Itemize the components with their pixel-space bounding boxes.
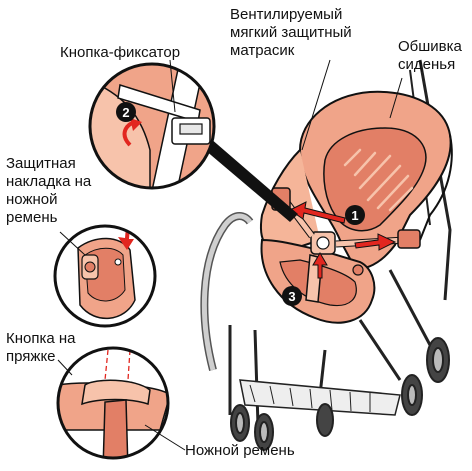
detail-crotch-pad (55, 215, 155, 326)
step-marker-1: 1 (345, 205, 365, 225)
buckle-button-label: Кнопка на пряжке (6, 330, 76, 366)
detail-lock-button (90, 60, 214, 200)
step-marker-3: 3 (282, 286, 302, 306)
step-marker-2: 2 (116, 102, 136, 122)
seat-cover-label: Обшивка сиденья (398, 38, 462, 74)
step-3-text: 3 (288, 289, 295, 304)
crotch-pad-label: Защитная накладка на ножной ремень (6, 155, 91, 227)
step-2-text: 2 (122, 105, 129, 120)
ventilated-mattress-label: Вентилируемый мягкий защитный матрасик (230, 6, 352, 60)
step-1-text: 1 (351, 208, 358, 223)
lock-button-label: Кнопка-фиксатор (60, 44, 180, 62)
crotch-strap-label: Ножной ремень (185, 442, 295, 460)
